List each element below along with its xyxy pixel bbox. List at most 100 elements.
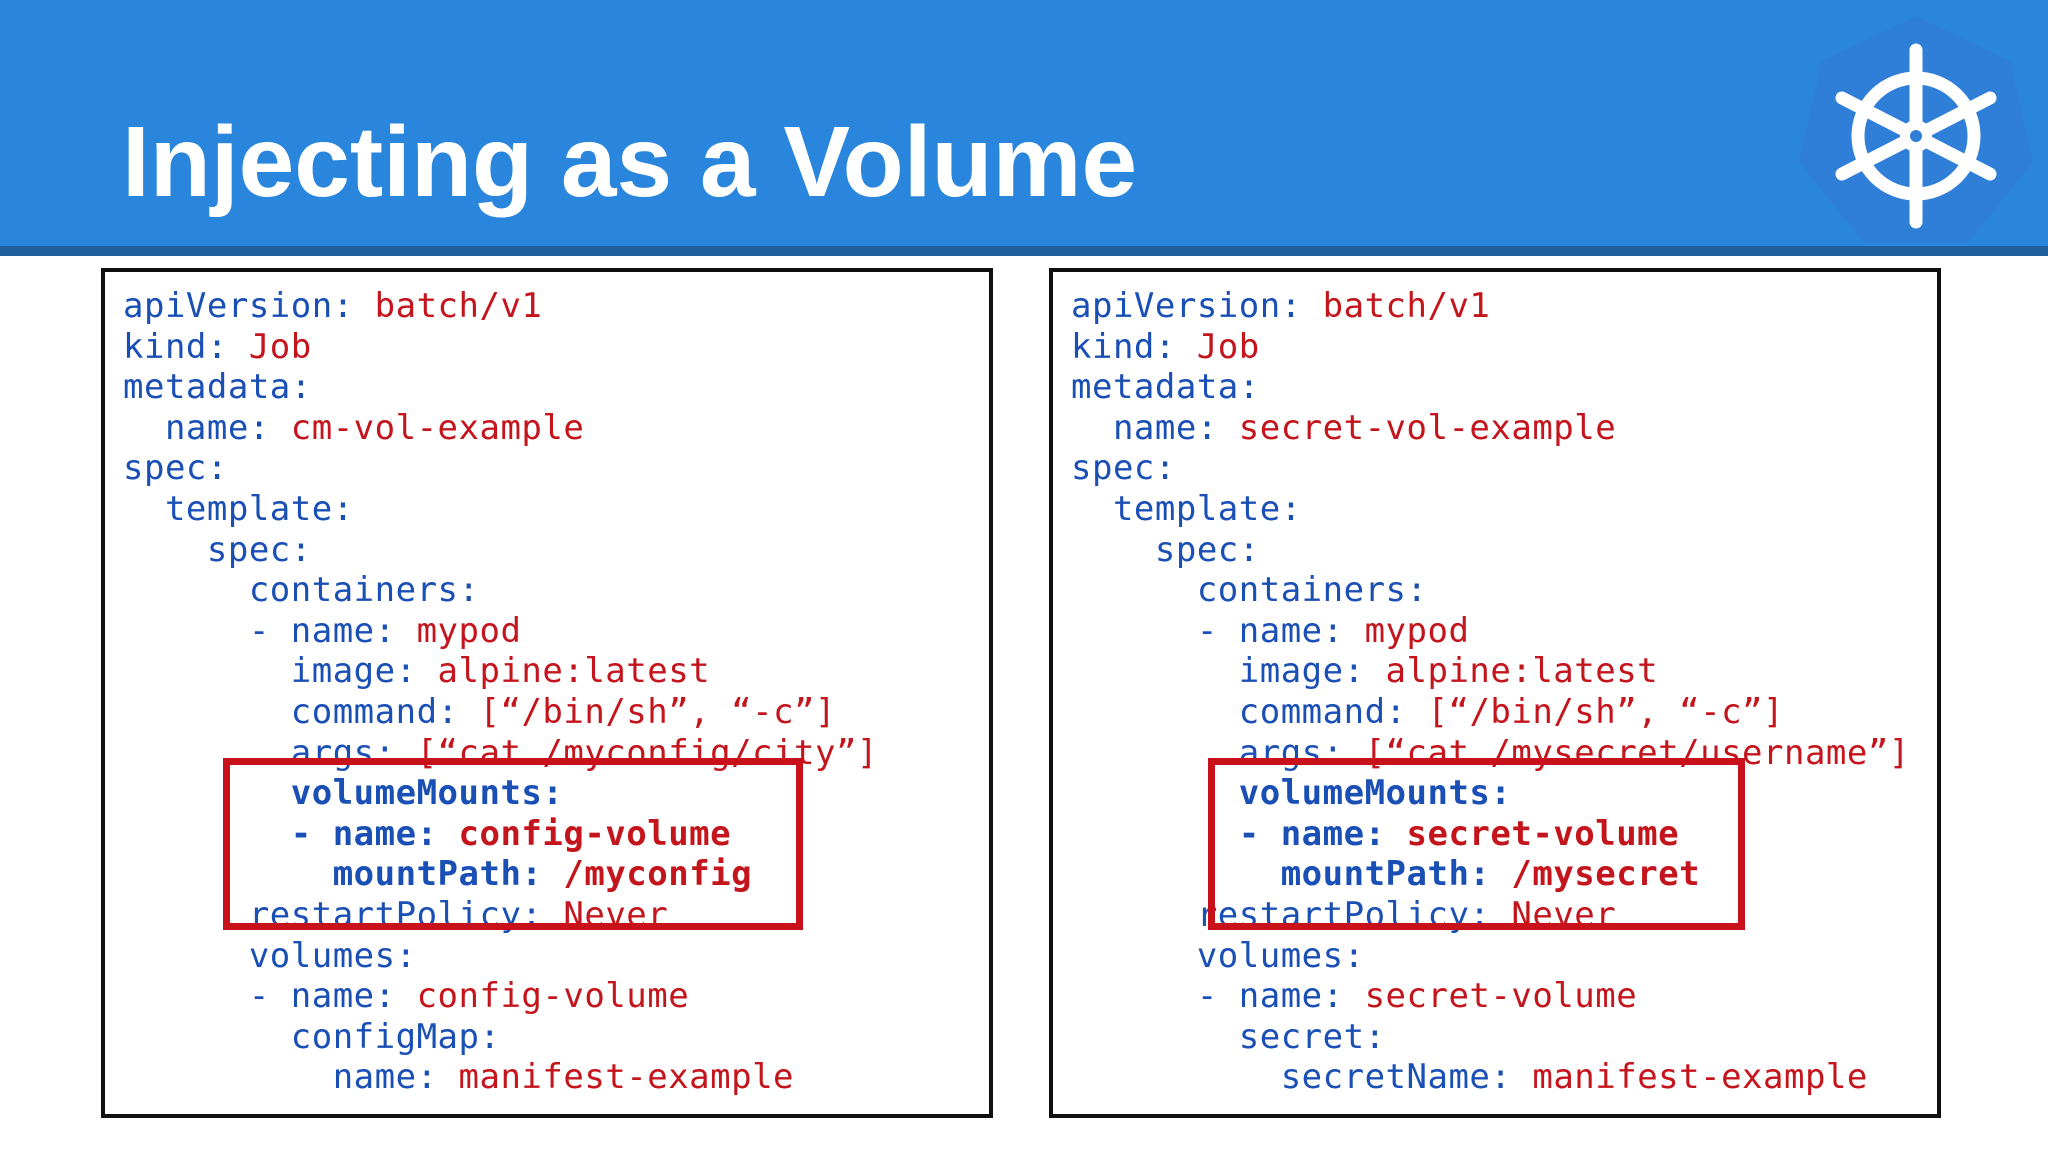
yaml-value: mypod [1364,610,1470,651]
code-line: restartPolicy: Never [123,895,878,936]
yaml-key: name: [123,407,291,448]
code-line: name: cm-vol-example [123,408,878,449]
code-line: kind: Job [123,327,878,368]
yaml-key: - name: [1071,610,1365,651]
yaml-key: configMap: [123,1016,501,1057]
yaml-key: volumes: [123,935,417,976]
code-line: - name: secret-volume [1071,976,1910,1017]
code-line: spec: [123,448,878,489]
yaml-key: apiVersion: [1071,286,1323,326]
yaml-key: spec: [123,529,312,570]
yaml-value: secret-volume [1364,976,1638,1017]
code-line: apiVersion: batch/v1 [123,286,878,327]
yaml-key: restartPolicy: [123,894,564,935]
yaml-key: secret: [1071,1016,1386,1057]
code-line: template: [1071,489,1910,530]
yaml-key: containers: [1071,570,1428,611]
code-line: spec: [1071,530,1910,571]
yaml-key: mountPath: [123,854,564,895]
code-line: mountPath: /myconfig [123,854,878,895]
yaml-value: /myconfig [563,854,753,895]
yaml-value: [“cat /myconfig/city”] [416,732,878,773]
yaml-key: image: [123,651,438,692]
yaml-key: containers: [123,570,480,611]
yaml-key: metadata: [1071,367,1260,408]
code-line: secretName: manifest-example [1071,1057,1910,1098]
yaml-key: kind: [123,326,249,367]
yaml-key: name: [123,1057,459,1098]
yaml-value: [“/bin/sh”, “-c”] [479,691,836,732]
code-line: apiVersion: batch/v1 [1071,286,1910,327]
yaml-key: spec: [1071,448,1176,489]
header-divider [0,246,2048,256]
code-line: volumeMounts: [123,773,878,814]
yaml-key: - name: [123,610,417,651]
code-line: spec: [123,530,878,571]
yaml-value: alpine:latest [437,651,711,692]
code-line: volumes: [1071,936,1910,977]
code-line: - name: mypod [123,611,878,652]
yaml-value: /mysecret [1511,854,1701,895]
yaml-key: - name: [1071,976,1365,1017]
yaml-value: cm-vol-example [290,407,585,448]
yaml-key: metadata: [123,367,312,408]
code-line: kind: Job [1071,327,1910,368]
code-line: spec: [1071,448,1910,489]
slide-title: Injecting as a Volume [122,106,1138,218]
yaml-key: apiVersion: [123,286,375,326]
code-line: - name: config-volume [123,814,878,855]
yaml-key: args: [1071,732,1365,773]
code-line: restartPolicy: Never [1071,895,1910,936]
code-line: - name: config-volume [123,976,878,1017]
yaml-value: Job [248,326,312,367]
code-line: metadata: [1071,367,1910,408]
yaml-key: volumeMounts: [1071,773,1512,814]
code-line: image: alpine:latest [1071,651,1910,692]
code-line: name: secret-vol-example [1071,408,1910,449]
code-line: - name: secret-volume [1071,814,1910,855]
code-line: - name: mypod [1071,611,1910,652]
code-line: args: [“cat /mysecret/username”] [1071,733,1910,774]
code-line: volumes: [123,936,878,977]
yaml-key: args: [123,732,417,773]
yaml-value: config-volume [416,976,690,1017]
code-line: name: manifest-example [123,1057,878,1098]
yaml-key: template: [123,488,354,529]
yaml-key: restartPolicy: [1071,894,1512,935]
code-line: metadata: [123,367,878,408]
yaml-key: command: [1071,691,1428,732]
yaml-value: [“/bin/sh”, “-c”] [1427,691,1784,732]
code-line: template: [123,489,878,530]
code-line: command: [“/bin/sh”, “-c”] [123,692,878,733]
code-line: containers: [123,570,878,611]
yaml-key: volumeMounts: [123,773,564,814]
yaml-key: - name: [123,813,459,854]
yaml-value: Job [1196,326,1260,367]
code-line: secret: [1071,1017,1910,1058]
yaml-key: secretName: [1071,1057,1533,1098]
yaml-key: - name: [123,976,417,1017]
yaml-key: volumes: [1071,935,1365,976]
yaml-value: config-volume [458,813,732,854]
yaml-value: Never [1511,894,1617,935]
code-line: containers: [1071,570,1910,611]
yaml-value: manifest-example [1532,1057,1868,1098]
yaml-key: mountPath: [1071,854,1512,895]
yaml-value: Never [563,894,669,935]
yaml-key: image: [1071,651,1386,692]
yaml-value: batch/v1 [374,286,543,326]
slide-header [0,0,2048,246]
yaml-key: kind: [1071,326,1197,367]
code-line: mountPath: /mysecret [1071,854,1910,895]
yaml-key: spec: [1071,529,1260,570]
yaml-key: - name: [1071,813,1407,854]
yaml-value: manifest-example [458,1057,795,1098]
kubernetes-helm-icon [1799,16,2033,243]
yaml-value: secret-vol-example [1238,407,1617,448]
yaml-value: batch/v1 [1322,286,1491,326]
code-line: volumeMounts: [1071,773,1910,814]
